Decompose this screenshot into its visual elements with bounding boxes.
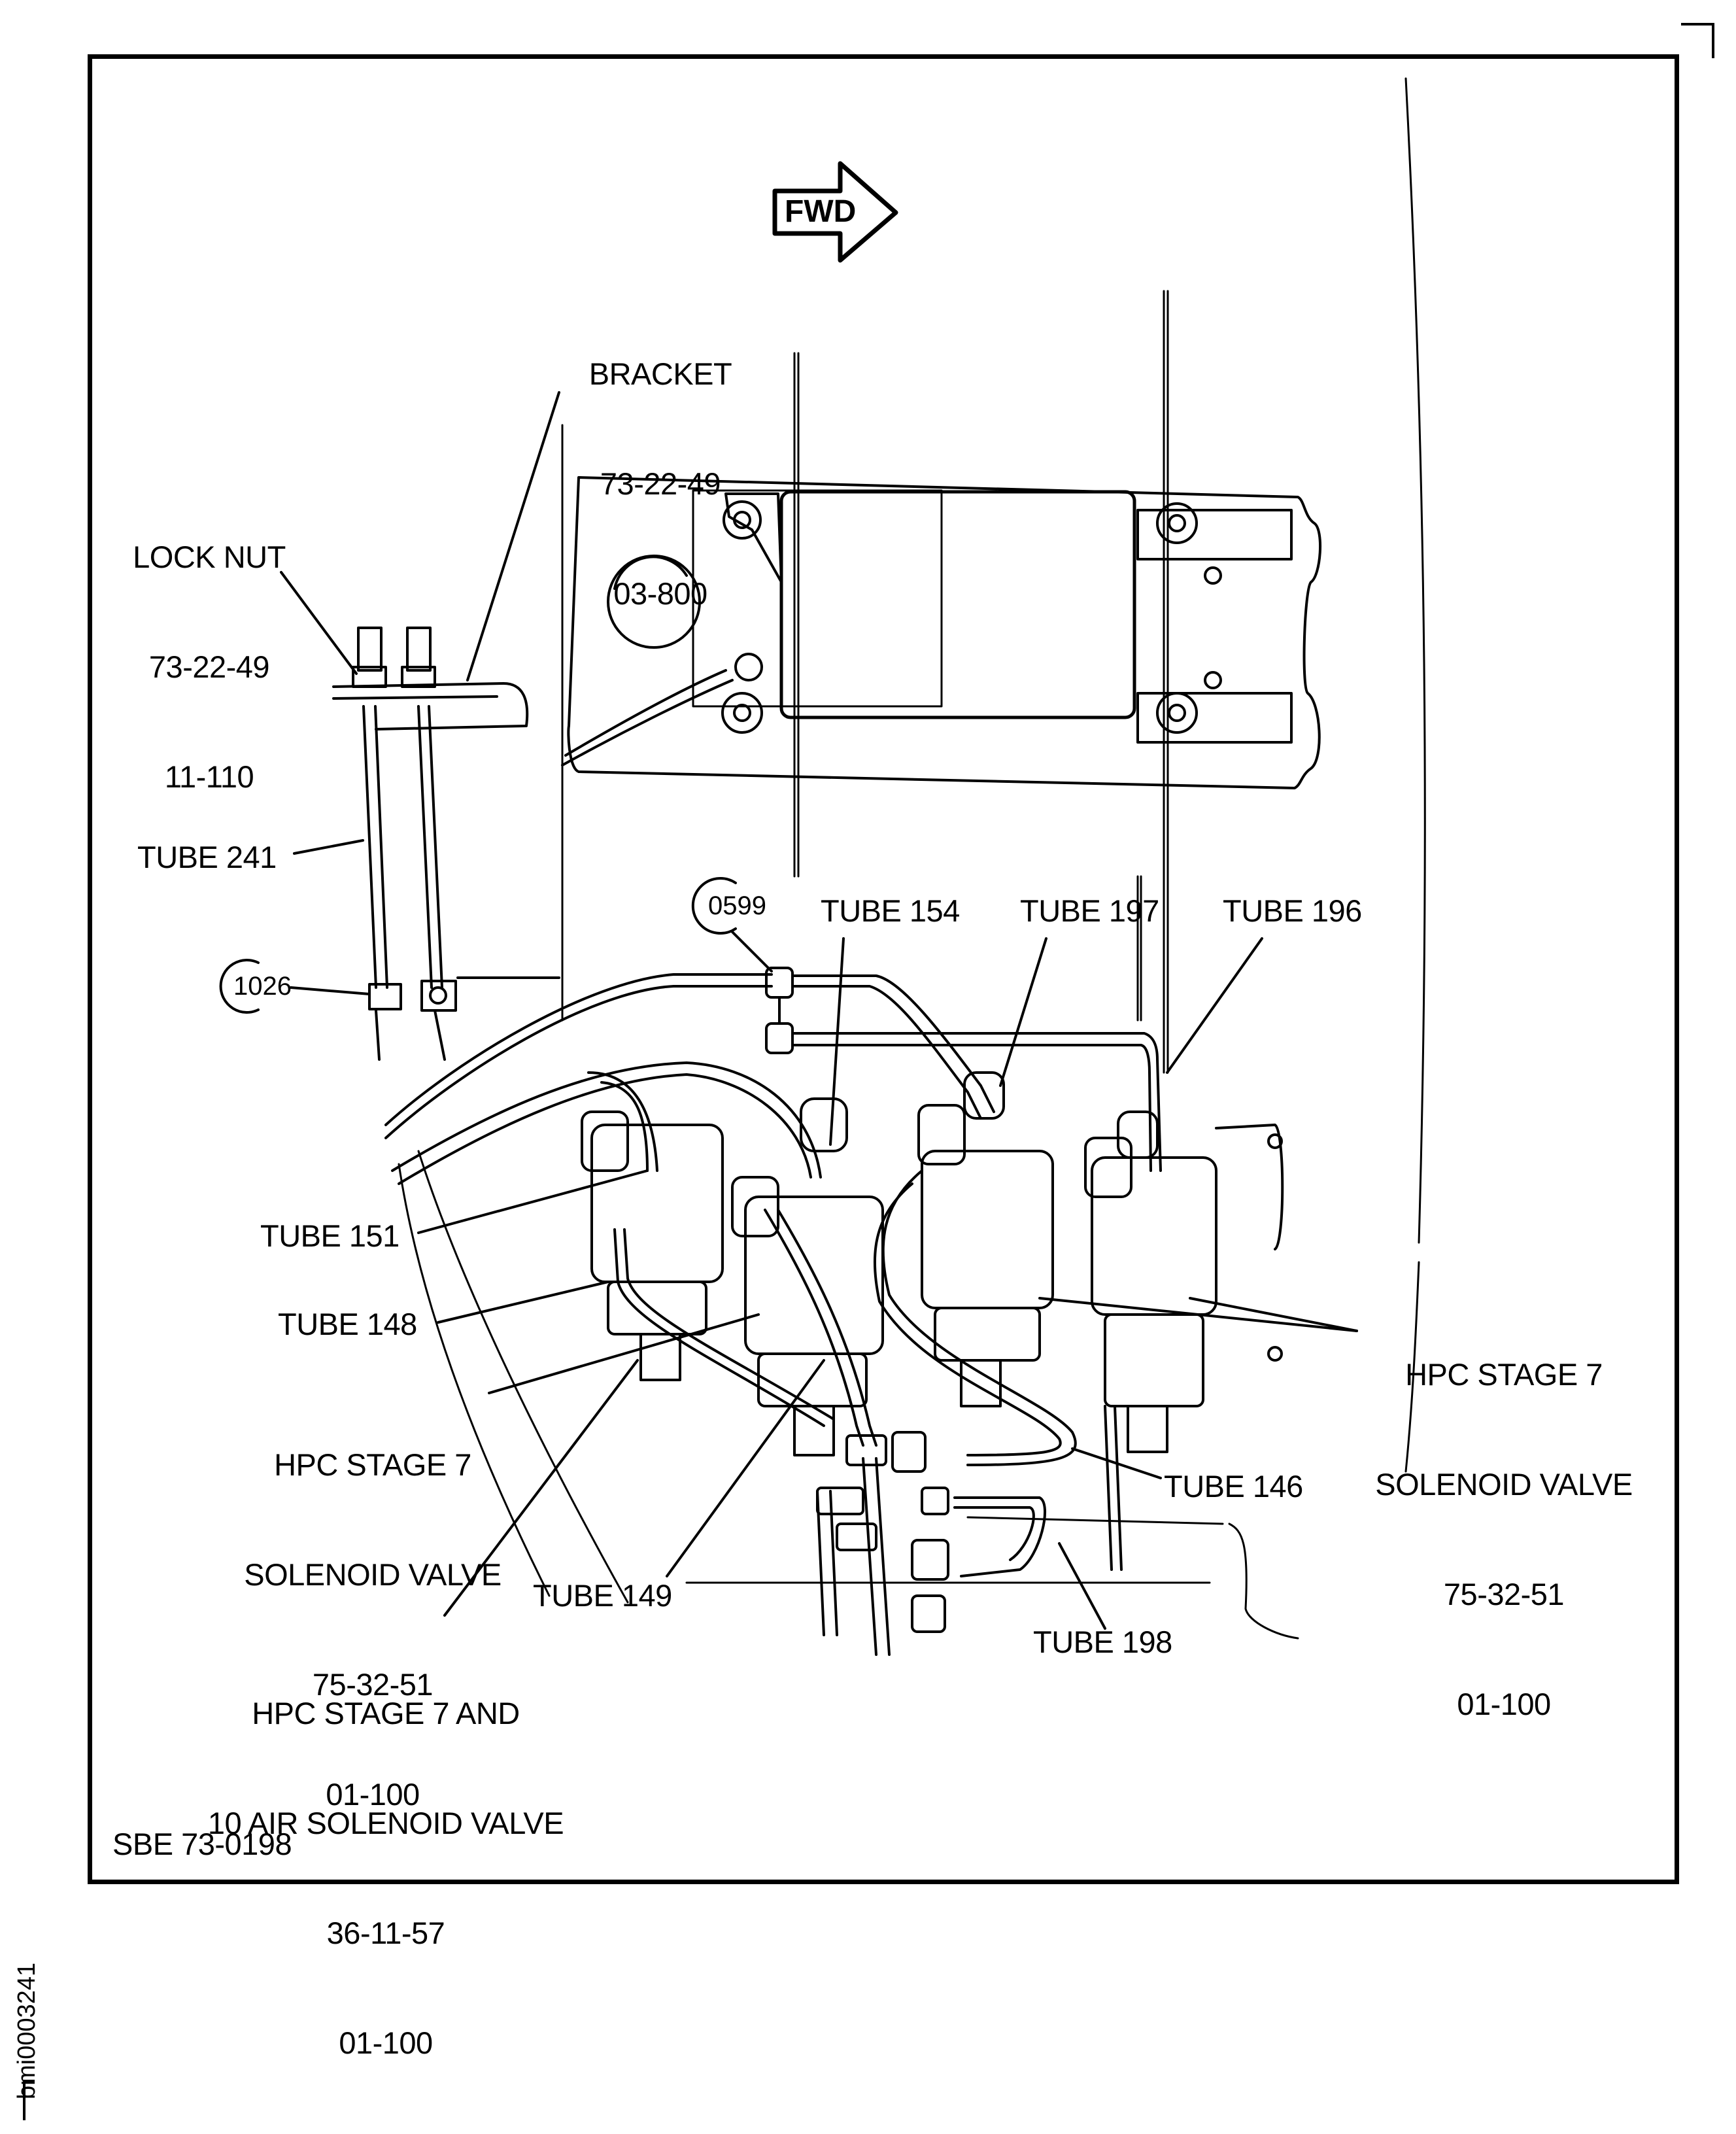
callout-hpc-valve-right: HPC STAGE 7 SOLENOID VALVE 75-32-51 01-1…	[1347, 1283, 1661, 1759]
sheet-id: bmi0003241	[13, 1962, 41, 2099]
callout-bracket: BRACKET 73-22-49 03-800	[562, 283, 758, 649]
leader-hpc-right-1	[1189, 1297, 1358, 1332]
callout-tube-241: TUBE 241	[137, 840, 277, 874]
callout-tube-151: TUBE 151	[260, 1218, 400, 1253]
callout-hpc-valve-left-line2: SOLENOID VALVE	[244, 1557, 502, 1592]
leader-tube-149	[666, 1359, 825, 1577]
bracket-assembly	[332, 627, 560, 1061]
callout-lock-nut: LOCK NUT 73-22-49 11-110	[118, 466, 301, 832]
leader-hpc-right-2	[1038, 1297, 1358, 1332]
fwd-direction-label: FWD	[785, 194, 857, 229]
leader-lines	[280, 391, 1358, 1630]
callout-lock-nut-ref2: 11-110	[164, 759, 254, 794]
mounting-plate	[567, 476, 1321, 789]
tube-clamp-0599	[765, 967, 794, 1054]
callout-hpc-valve-right-line2: SOLENOID VALVE	[1375, 1467, 1633, 1502]
sheet-id-bracket	[23, 2080, 35, 2120]
leader-tube-151	[417, 1169, 649, 1234]
figure-frame	[88, 54, 1679, 1884]
fwd-arrow-icon	[772, 161, 898, 263]
solenoid-valve-2	[731, 1097, 884, 1456]
leader-tube-197	[999, 937, 1047, 1087]
callout-lock-nut-ref1: 73-22-49	[148, 649, 270, 684]
callout-tube-154: TUBE 154	[821, 893, 960, 928]
fittings-cluster	[816, 1431, 949, 1633]
leader-0599	[731, 931, 773, 972]
leader-1026	[290, 986, 371, 995]
nacelle-contours	[398, 1150, 1299, 1640]
leader-tube-198	[1058, 1542, 1106, 1630]
leader-bracket	[466, 391, 560, 681]
callout-tube-197: TUBE 197	[1020, 893, 1159, 928]
structure-lines	[561, 77, 1426, 1473]
control-module	[561, 489, 1293, 766]
callout-bracket-ref2: 03-800	[613, 576, 707, 611]
leader-tube-146	[1071, 1447, 1162, 1479]
callout-hpc-7-10-line2: 10 AIR SOLENOID VALVE	[207, 1806, 564, 1840]
callout-hpc-7-10-ref1: 36-11-57	[326, 1916, 445, 1950]
callout-hpc-7-10-line1: HPC STAGE 7 AND	[252, 1696, 520, 1730]
callout-hpc-valve-left-ref2: 01-100	[326, 1777, 420, 1812]
callout-tube-146: TUBE 146	[1164, 1469, 1303, 1504]
callout-hpc-valve-right-ref2: 01-100	[1457, 1687, 1551, 1721]
leader-hpc-left	[488, 1313, 760, 1394]
callout-circle-0599	[691, 877, 737, 935]
callout-hpc-7-10-ref2: 01-100	[339, 2025, 433, 2060]
figure-reference: SBE 73-0198	[112, 1827, 292, 1861]
callout-tube-196: TUBE 196	[1223, 893, 1362, 928]
lower-tube-runs	[613, 1169, 1123, 1656]
corner-crop-mark	[1681, 23, 1714, 58]
callout-bracket-name: BRACKET	[588, 356, 732, 391]
leader-tube-154	[829, 937, 845, 1146]
callout-tube-149: TUBE 149	[533, 1578, 672, 1613]
solenoid-valve-4	[1084, 1110, 1284, 1453]
solenoid-valve-1	[581, 1110, 724, 1381]
callout-hpc-valve-left-line1: HPC STAGE 7	[274, 1447, 471, 1482]
callout-hpc-valve-right-line1: HPC STAGE 7	[1405, 1357, 1603, 1392]
callout-tube-198: TUBE 198	[1033, 1625, 1172, 1659]
callout-tube-148: TUBE 148	[278, 1307, 417, 1341]
solenoid-valve-3	[917, 1071, 1054, 1407]
callout-hpc-valve-left: HPC STAGE 7 SOLENOID VALVE 75-32-51 01-1…	[216, 1373, 530, 1850]
leader-tube-241	[293, 839, 364, 855]
leader-tube-148	[437, 1281, 609, 1324]
callout-circle-1026	[219, 959, 260, 1014]
callout-hpc-valve-left-ref1: 75-32-51	[312, 1667, 434, 1702]
leader-tube-196	[1166, 937, 1263, 1074]
leader-hpc-7-10	[443, 1359, 639, 1617]
callout-hpc-valve-right-ref1: 75-32-51	[1443, 1577, 1565, 1611]
leader-lock-nut	[280, 571, 358, 675]
callout-hpc-7-10-valve: HPC STAGE 7 AND 10 AIR SOLENOID VALVE 36…	[183, 1622, 588, 2098]
callout-bracket-ref1: 73-22-49	[600, 466, 721, 501]
callout-item-0599: 0599	[708, 891, 766, 920]
callout-lock-nut-name: LOCK NUT	[133, 540, 286, 574]
callout-item-1026: 1026	[233, 972, 292, 1001]
